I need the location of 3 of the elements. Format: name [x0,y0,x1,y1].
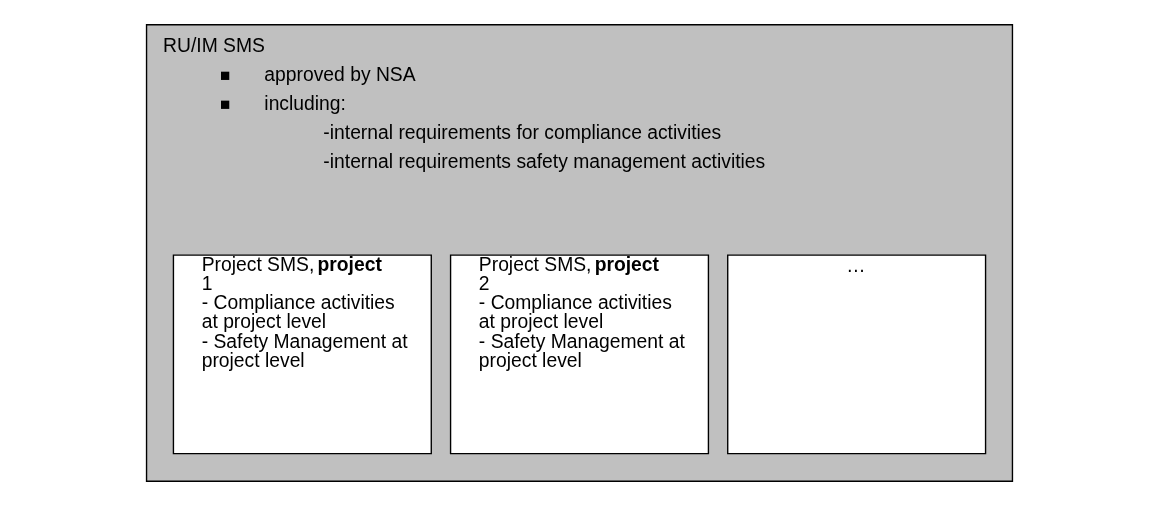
node-box: Project SMS, project 2 - Compliance activities at project level - Safety Management at project level [449,254,709,455]
node-box: … [726,254,986,455]
node-box: Project SMS, project 1 - Compliance activities at project level - Safety Management at project level [172,254,432,455]
